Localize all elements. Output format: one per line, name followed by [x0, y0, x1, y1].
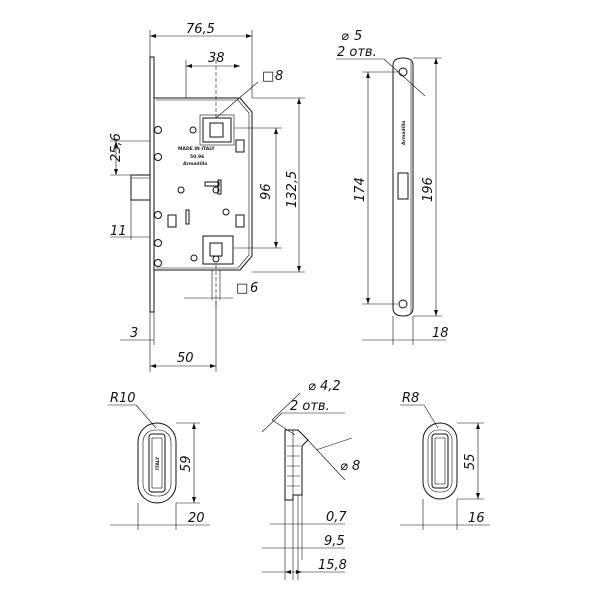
lock-case-outline: [154, 97, 253, 271]
faceplate-view: Armadillo ⌀ 5 2 отв. 174 196 18: [336, 29, 449, 345]
lock-faceplate-edge: [149, 56, 155, 313]
lock-brand-text: Armadillo: [183, 161, 207, 167]
lock-model-text: 50.96: [190, 154, 204, 160]
dim-faceplate-width: 18: [432, 326, 449, 341]
dim-strike-hole-symbol: ⌀: [308, 379, 316, 394]
strike-large-stamp: ITALY: [155, 456, 161, 470]
dim-overall-height: 132,5: [285, 171, 300, 208]
strike-large-view: ITALY R10 59 20: [108, 391, 210, 530]
dim-follower-to-cylinder: 96: [259, 183, 274, 200]
follower-hub: [202, 117, 232, 143]
follower-square: [209, 122, 224, 138]
strike-section-outline: [284, 429, 309, 501]
dim-strike-small-radius: R8: [402, 391, 419, 406]
dim-faceplate-length: 196: [421, 177, 436, 202]
strike-small-view: R8 55 16: [400, 391, 490, 530]
faceplate-outline: [392, 57, 414, 317]
dim-strike-countersink: 8: [352, 459, 360, 474]
dim-follower-square: 8: [275, 69, 283, 84]
dim-strike-hole-diameter: 4,2: [320, 379, 341, 394]
faceplate-latch-window: [397, 172, 409, 200]
dim-strike-depth-outer: 15,8: [318, 558, 347, 573]
dim-strike-large-width: 20: [188, 511, 205, 526]
dim-lock-width: 76,5: [186, 22, 215, 37]
strike-small-outline: [422, 422, 458, 500]
dim-handle-offset: 25,6: [109, 133, 124, 162]
lower-hub: [202, 235, 234, 265]
dim-strike-small-width: 16: [468, 511, 485, 526]
lock-origin-text: MADE IN ITALY: [178, 146, 215, 152]
dim-strike-wall: 0,7: [326, 510, 347, 525]
lock-body-view: MADE IN ITALY 50.96 Armadillo 76,5 38 □ …: [109, 22, 305, 372]
lock-case-inner: [156, 99, 250, 269]
dim-follower-square-symbol: □: [262, 69, 274, 84]
lower-square: [209, 242, 223, 257]
dim-strike-depth-inner: 9,5: [324, 534, 345, 549]
dim-faceplate-hole-count: 2 отв.: [337, 45, 377, 60]
dim-faceplate-hole-spacing: 174: [353, 177, 368, 202]
strike-large-outline: [137, 422, 177, 504]
dim-lower-square-symbol: □: [236, 281, 248, 296]
strike-section-view: ⌀ 4,2 2 отв. ⌀ 8 0,7 9,5 15,8: [261, 379, 360, 580]
dim-faceplate-hole-symbol: ⌀: [341, 29, 349, 44]
latch-bolt: [130, 174, 151, 201]
dim-lower-square: 6: [250, 281, 258, 296]
dim-strike-small-height: 55: [463, 453, 478, 470]
dim-faceplate-thickness: 3: [130, 326, 138, 341]
dim-backset: 50: [177, 351, 194, 366]
dim-faceplate-hole-diameter: 5: [354, 29, 362, 44]
dim-backset-spacing: 38: [208, 51, 225, 66]
dim-strike-large-height: 59: [179, 455, 194, 472]
dim-strike-large-radius: R10: [110, 391, 136, 406]
dim-strike-countersink-symbol: ⌀: [340, 459, 348, 474]
faceplate-brand: Armadillo: [401, 121, 407, 145]
dim-strike-hole-count: 2 отв.: [290, 399, 330, 414]
dim-latch-thickness: 11: [110, 224, 127, 239]
